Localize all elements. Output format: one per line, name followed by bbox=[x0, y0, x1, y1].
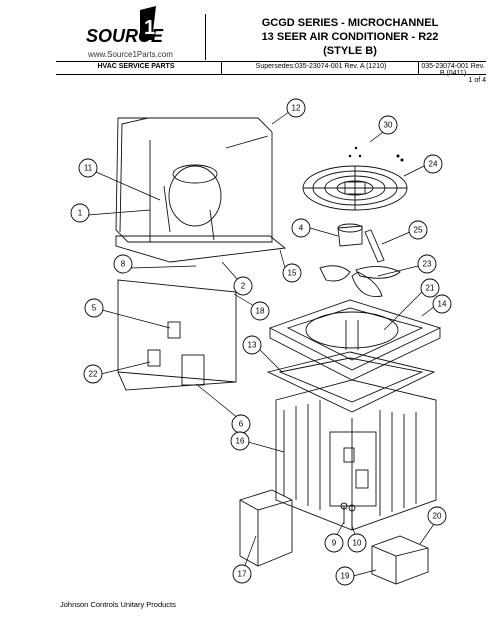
callout-22: 22 bbox=[83, 364, 103, 384]
svg-text:10: 10 bbox=[353, 539, 362, 548]
title-line-3: (STYLE B) bbox=[323, 45, 377, 57]
svg-text:25: 25 bbox=[414, 226, 423, 235]
callout-14: 14 bbox=[432, 294, 452, 314]
callout-18: 18 bbox=[250, 301, 270, 321]
control-panel bbox=[117, 279, 237, 391]
page-number: 1 of 4 bbox=[468, 77, 486, 84]
title-line-2: 13 SEER AIR CONDITIONER - R22 bbox=[261, 31, 439, 43]
svg-text:19: 19 bbox=[341, 572, 350, 581]
callout-11: 11 bbox=[78, 158, 98, 178]
footer-company: Johnson Controls Unitary Products bbox=[60, 600, 176, 609]
svg-text:24: 24 bbox=[429, 160, 438, 169]
supersedes-text: Supersedes:035-23074-001 Rev. A (1210) bbox=[255, 63, 387, 70]
callout-30: 30 bbox=[378, 115, 398, 135]
gasket bbox=[266, 351, 436, 413]
svg-text:1: 1 bbox=[78, 209, 83, 218]
svg-text:23: 23 bbox=[423, 260, 432, 269]
svg-text:18: 18 bbox=[256, 307, 265, 316]
callout-20: 20 bbox=[427, 506, 447, 526]
callout-6: 6 bbox=[231, 414, 251, 434]
condenser-cabinet bbox=[275, 379, 437, 531]
callout-9: 9 bbox=[324, 533, 344, 553]
document-revision: 035-23074-001 Rev. B (0411) bbox=[421, 63, 485, 77]
website-url[interactable]: www.Source1Parts.com bbox=[88, 50, 173, 59]
callout-23: 23 bbox=[417, 254, 437, 274]
svg-text:30: 30 bbox=[384, 121, 393, 130]
callout-25: 25 bbox=[408, 220, 428, 240]
callout-4: 4 bbox=[291, 218, 311, 238]
svg-text:SOURCE: SOURCE bbox=[86, 26, 164, 46]
callout-13: 13 bbox=[242, 335, 262, 355]
callout-21: 21 bbox=[420, 278, 440, 298]
fan-guard bbox=[302, 165, 408, 211]
callout-19: 19 bbox=[335, 566, 355, 586]
document-title: GCGD SERIES - MICROCHANNEL 13 SEER AIR C… bbox=[216, 16, 484, 58]
svg-text:9: 9 bbox=[332, 539, 337, 548]
svg-text:15: 15 bbox=[288, 269, 297, 278]
svg-text:14: 14 bbox=[438, 300, 447, 309]
screws bbox=[348, 146, 404, 162]
svg-text:21: 21 bbox=[426, 284, 435, 293]
svg-text:13: 13 bbox=[248, 341, 257, 350]
svg-text:5: 5 bbox=[92, 304, 97, 313]
svg-text:8: 8 bbox=[121, 260, 126, 269]
valve-cover bbox=[371, 535, 429, 585]
callout-17: 17 bbox=[232, 564, 252, 584]
compressor-assembly bbox=[115, 117, 287, 263]
callout-24: 24 bbox=[423, 154, 443, 174]
svg-text:12: 12 bbox=[292, 104, 301, 113]
svg-text:1: 1 bbox=[144, 17, 155, 39]
svg-text:11: 11 bbox=[84, 164, 93, 173]
callout-8: 8 bbox=[113, 254, 133, 274]
top-grille bbox=[268, 299, 442, 381]
svg-text:20: 20 bbox=[433, 512, 442, 521]
callout-12: 12 bbox=[286, 98, 306, 118]
title-line-1: GCGD SERIES - MICROCHANNEL bbox=[261, 17, 439, 29]
callout-5: 5 bbox=[84, 298, 104, 318]
callout-2: 2 bbox=[233, 276, 253, 296]
callout-10: 10 bbox=[347, 533, 367, 553]
header-info-row: HVAC SERVICE PARTS Supersedes:035-23074-… bbox=[56, 61, 486, 77]
svg-text:22: 22 bbox=[89, 370, 98, 379]
fan-motor-and-blade bbox=[319, 223, 401, 298]
source1-logo: SOURCE 1 bbox=[86, 6, 164, 46]
service-valves bbox=[340, 502, 356, 526]
section-label: HVAC SERVICE PARTS bbox=[97, 63, 175, 70]
access-panel bbox=[239, 489, 293, 567]
svg-text:16: 16 bbox=[236, 437, 245, 446]
callout-1: 1 bbox=[70, 203, 90, 223]
svg-text:6: 6 bbox=[239, 420, 244, 429]
svg-text:2: 2 bbox=[241, 282, 246, 291]
callout-16: 16 bbox=[230, 431, 250, 451]
header-divider bbox=[205, 14, 206, 60]
svg-text:17: 17 bbox=[238, 570, 247, 579]
callout-15: 15 bbox=[282, 263, 302, 283]
leader-lines bbox=[87, 111, 436, 577]
svg-text:4: 4 bbox=[299, 224, 304, 233]
